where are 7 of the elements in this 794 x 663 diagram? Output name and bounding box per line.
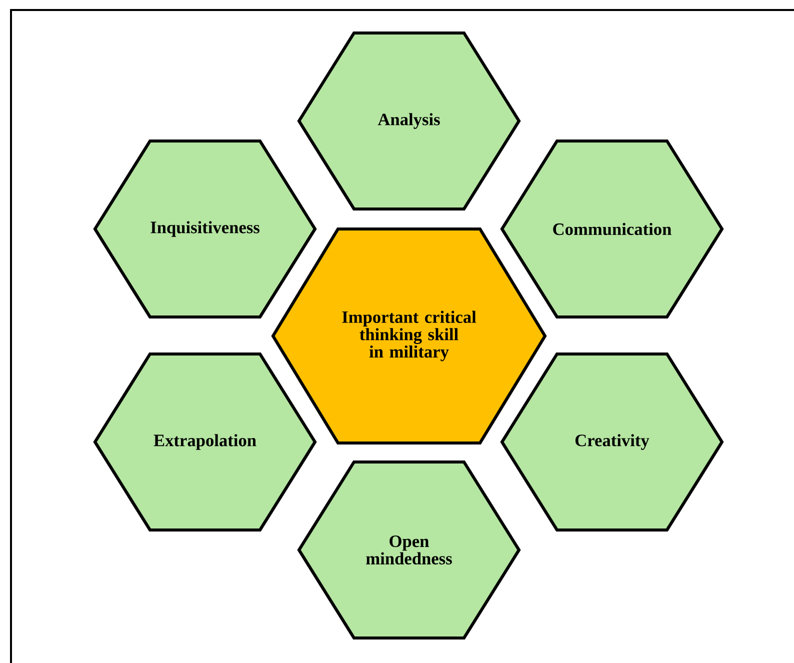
hexagon: Extrapolation: [93, 352, 317, 532]
hexagon: Communication: [500, 139, 724, 319]
hexagon: Analysis: [297, 31, 521, 211]
hexagon: Inquisitiveness: [93, 139, 317, 319]
hexagon: Open mindedness: [297, 460, 521, 640]
hexagon: Creativity: [500, 352, 724, 532]
hexagon: Important critical thinking skill in military: [271, 227, 547, 445]
